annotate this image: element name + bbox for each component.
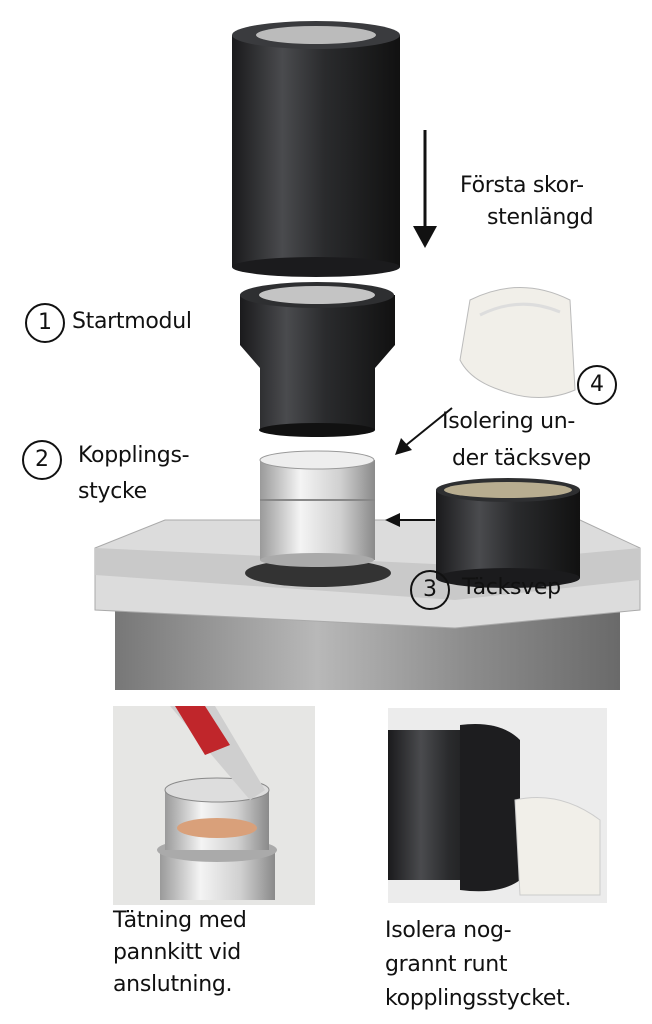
- label-kopplingsstycke-line1: Kopplings-: [78, 443, 190, 468]
- arrow-left-icon: [385, 513, 435, 527]
- number-badge-3: 3: [410, 570, 450, 610]
- caption-right-line3: kopplingsstycket.: [385, 986, 572, 1011]
- label-isolering-line2: der täcksvep: [452, 446, 591, 471]
- caption-left-line1: Tätning med: [113, 908, 247, 933]
- number-badge-1: 1: [25, 303, 65, 343]
- caption-left-line3: anslutning.: [113, 972, 233, 997]
- caption-left-line2: pannkitt vid: [113, 940, 241, 965]
- insulation-wrap: [459, 287, 576, 398]
- kopplingsstycke-part: [259, 450, 375, 567]
- number-badge-4: 4: [577, 365, 617, 405]
- flue-hole: [245, 559, 391, 587]
- label-first-length-line2: stenlängd: [487, 205, 594, 230]
- caption-right-line1: Isolera nog-: [385, 918, 512, 943]
- photo-insulating: [388, 708, 607, 903]
- label-tacksvep: Täcksvep: [462, 575, 561, 600]
- tacksvep-part: [436, 478, 580, 588]
- label-first-length-line1: Första skor-: [460, 173, 584, 198]
- label-startmodul: Startmodul: [72, 309, 192, 334]
- startmodul-part: [240, 282, 395, 437]
- label-isolering-line1: Isolering un-: [442, 409, 576, 434]
- label-kopplingsstycke-line2: stycke: [78, 479, 147, 504]
- first-chimney-length: [232, 21, 400, 277]
- caption-right-line2: grannt runt: [385, 952, 508, 977]
- arrow-diagonal-icon: [395, 407, 453, 455]
- number-badge-2: 2: [22, 440, 62, 480]
- photo-sealing: [113, 706, 315, 905]
- arrow-down-icon: [413, 130, 437, 248]
